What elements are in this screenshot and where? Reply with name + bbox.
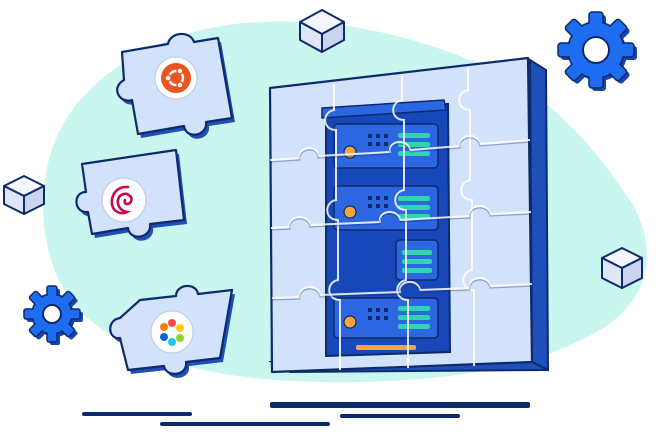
almalinux-logo-icon: [150, 310, 194, 354]
puzzle-seams: [269, 68, 533, 370]
puzzle-piece-debian: [75, 148, 187, 241]
gear-icon: [557, 11, 637, 91]
cube-icon: [299, 9, 345, 53]
floor-shadow: [82, 402, 530, 426]
cube-icon: [3, 175, 45, 215]
puzzle-seams-dark: [269, 137, 533, 301]
server-unit: [333, 123, 439, 169]
ubuntu-logo-icon: [154, 56, 198, 100]
server-rack-icon: [321, 99, 452, 358]
puzzle-wall: [268, 56, 550, 374]
puzzle-piece-almalinux: [109, 284, 235, 378]
cube-icon: [601, 247, 643, 289]
puzzle-piece-ubuntu: [116, 32, 235, 139]
server-unit: [333, 297, 439, 339]
debian-logo-icon: [101, 177, 147, 223]
gear-icon: [23, 285, 83, 345]
server-unit: [395, 239, 439, 281]
